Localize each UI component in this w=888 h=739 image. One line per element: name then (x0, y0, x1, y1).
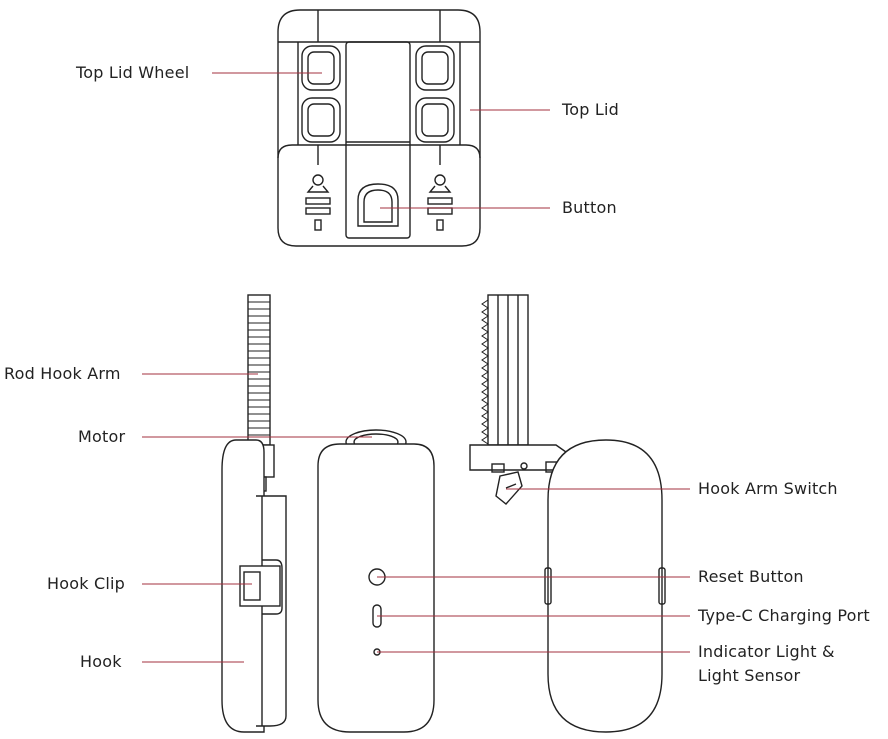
hook-arm-switch (495, 471, 523, 505)
label-hook-arm-switch: Hook Arm Switch (698, 479, 838, 498)
hook (256, 495, 287, 727)
label-button: Button (562, 198, 617, 217)
label-indicator-light-line2: Light Sensor (698, 666, 801, 685)
hook-clip (239, 559, 283, 615)
label-hook: Hook (80, 652, 122, 671)
top-lid-wheel-right (415, 45, 455, 143)
keyhole-right (427, 174, 453, 231)
label-type-c-charging-port: Type-C Charging Port (698, 606, 870, 625)
leader-lines (142, 72, 690, 663)
label-top-lid-wheel: Top Lid Wheel (76, 63, 190, 82)
top-lid-wheel-left (301, 45, 341, 143)
top-view (277, 9, 481, 247)
label-top-lid: Top Lid (562, 100, 620, 119)
label-motor: Motor (78, 427, 126, 446)
toothed-rod (481, 294, 529, 446)
label-indicator-light-line1: Indicator Light & (698, 642, 835, 661)
side-view (221, 294, 287, 733)
label-reset-button: Reset Button (698, 567, 804, 586)
label-rod-hook-arm: Rod Hook Arm (4, 364, 121, 383)
label-hook-clip: Hook Clip (47, 574, 125, 593)
keyhole-left (305, 174, 331, 231)
top-button (357, 183, 399, 227)
back-view (469, 294, 666, 733)
front-view (317, 429, 435, 733)
